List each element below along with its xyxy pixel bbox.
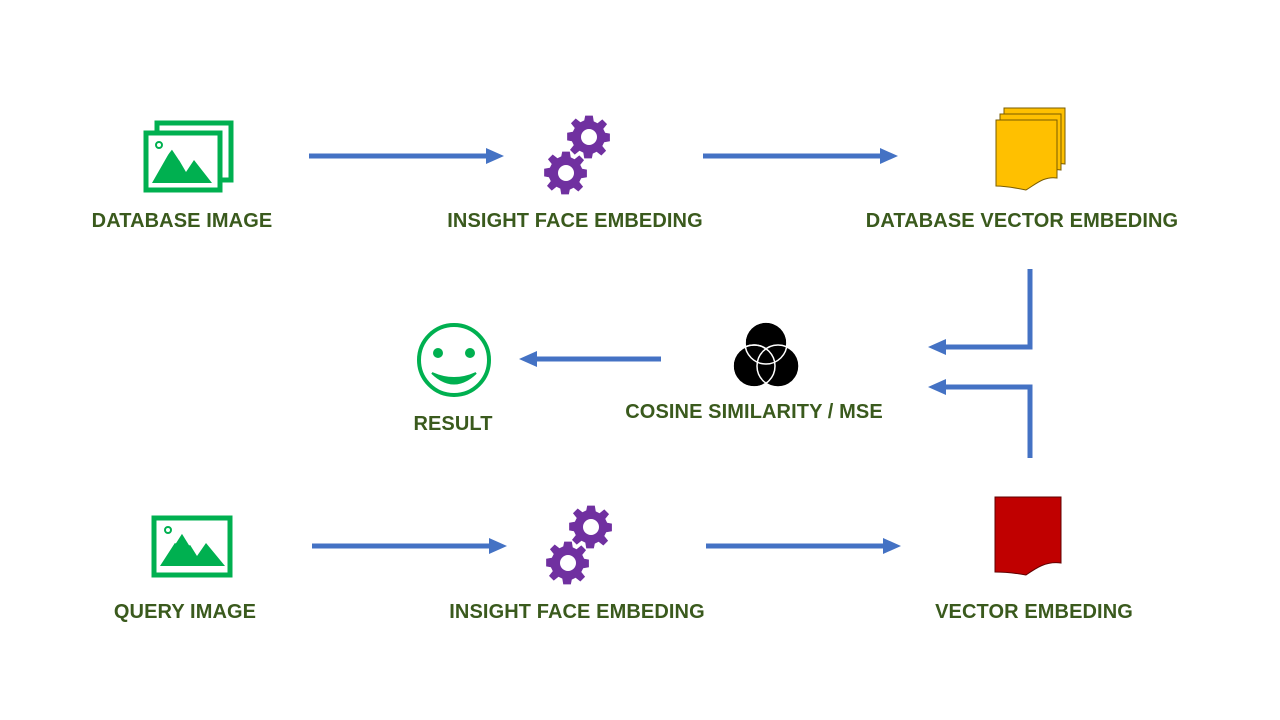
arrow-vector-to-similarity [928, 379, 1033, 458]
arrow-similarity-to-result [519, 351, 661, 367]
cosine-similarity-label: COSINE SIMILARITY / MSE [625, 401, 883, 423]
arrow-db-vector-to-similarity [928, 269, 1033, 355]
gears-icon [544, 115, 610, 195]
document-stack-icon [995, 107, 1066, 191]
database-vector-embedding-label: DATABASE VECTOR EMBEDING [865, 210, 1179, 232]
picture-stack-icon [143, 120, 234, 193]
result-label: RESULT [413, 413, 493, 435]
insight-face-embedding-top-label: INSIGHT FACE EMBEDING [447, 210, 703, 232]
arrow-query-image-to-face [312, 538, 507, 554]
arrow-db-image-to-face [309, 148, 504, 164]
picture-icon [151, 515, 233, 578]
database-image-label: DATABASE IMAGE [91, 210, 273, 232]
smiley-face-icon [417, 323, 491, 397]
query-image-label: QUERY IMAGE [113, 601, 257, 623]
document-icon [994, 496, 1062, 576]
venn-icon [732, 321, 800, 388]
gears-icon [546, 505, 612, 585]
arrow-face-to-db-vector [703, 148, 898, 164]
vector-embedding-label: VECTOR EMBEDING [935, 601, 1133, 623]
arrow-face-to-vector [706, 538, 901, 554]
insight-face-embedding-bottom-label: INSIGHT FACE EMBEDING [449, 601, 705, 623]
